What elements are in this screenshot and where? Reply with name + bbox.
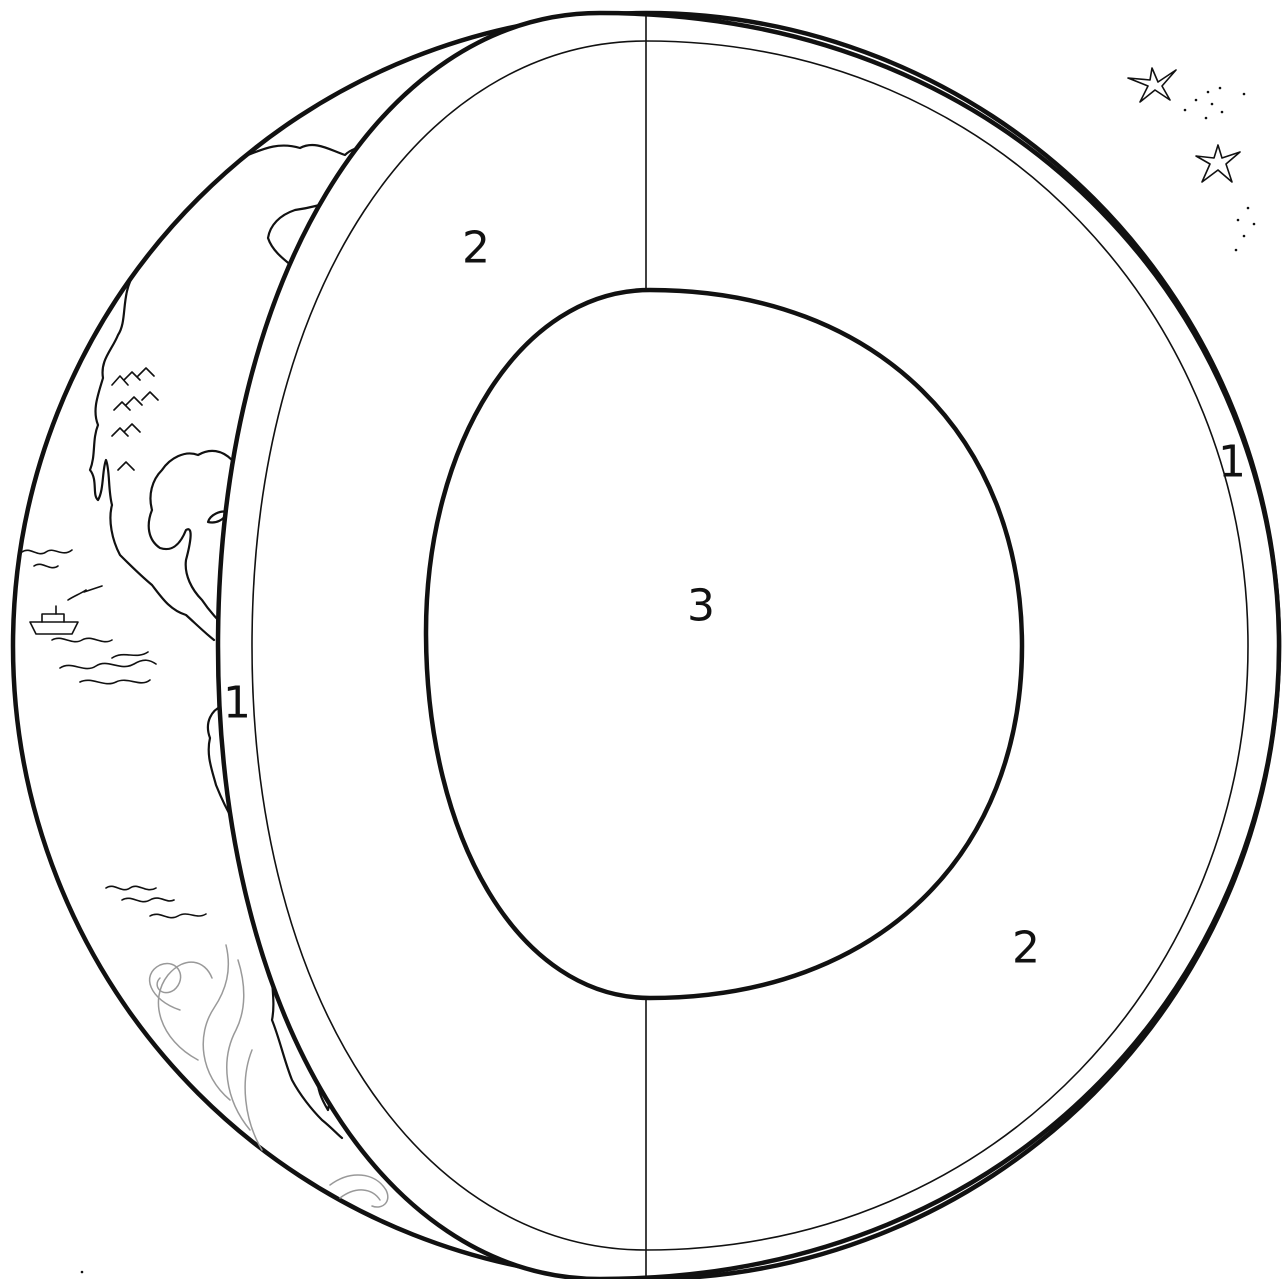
- label-crust-right: 1: [1218, 437, 1246, 488]
- label-mantle-bottom: 2: [1012, 923, 1040, 974]
- star-icon: [1196, 145, 1240, 182]
- label-mantle-top: 2: [462, 223, 490, 274]
- label-core: 3: [687, 581, 715, 632]
- star-icon: [1128, 68, 1176, 102]
- label-crust-left: 1: [223, 678, 251, 729]
